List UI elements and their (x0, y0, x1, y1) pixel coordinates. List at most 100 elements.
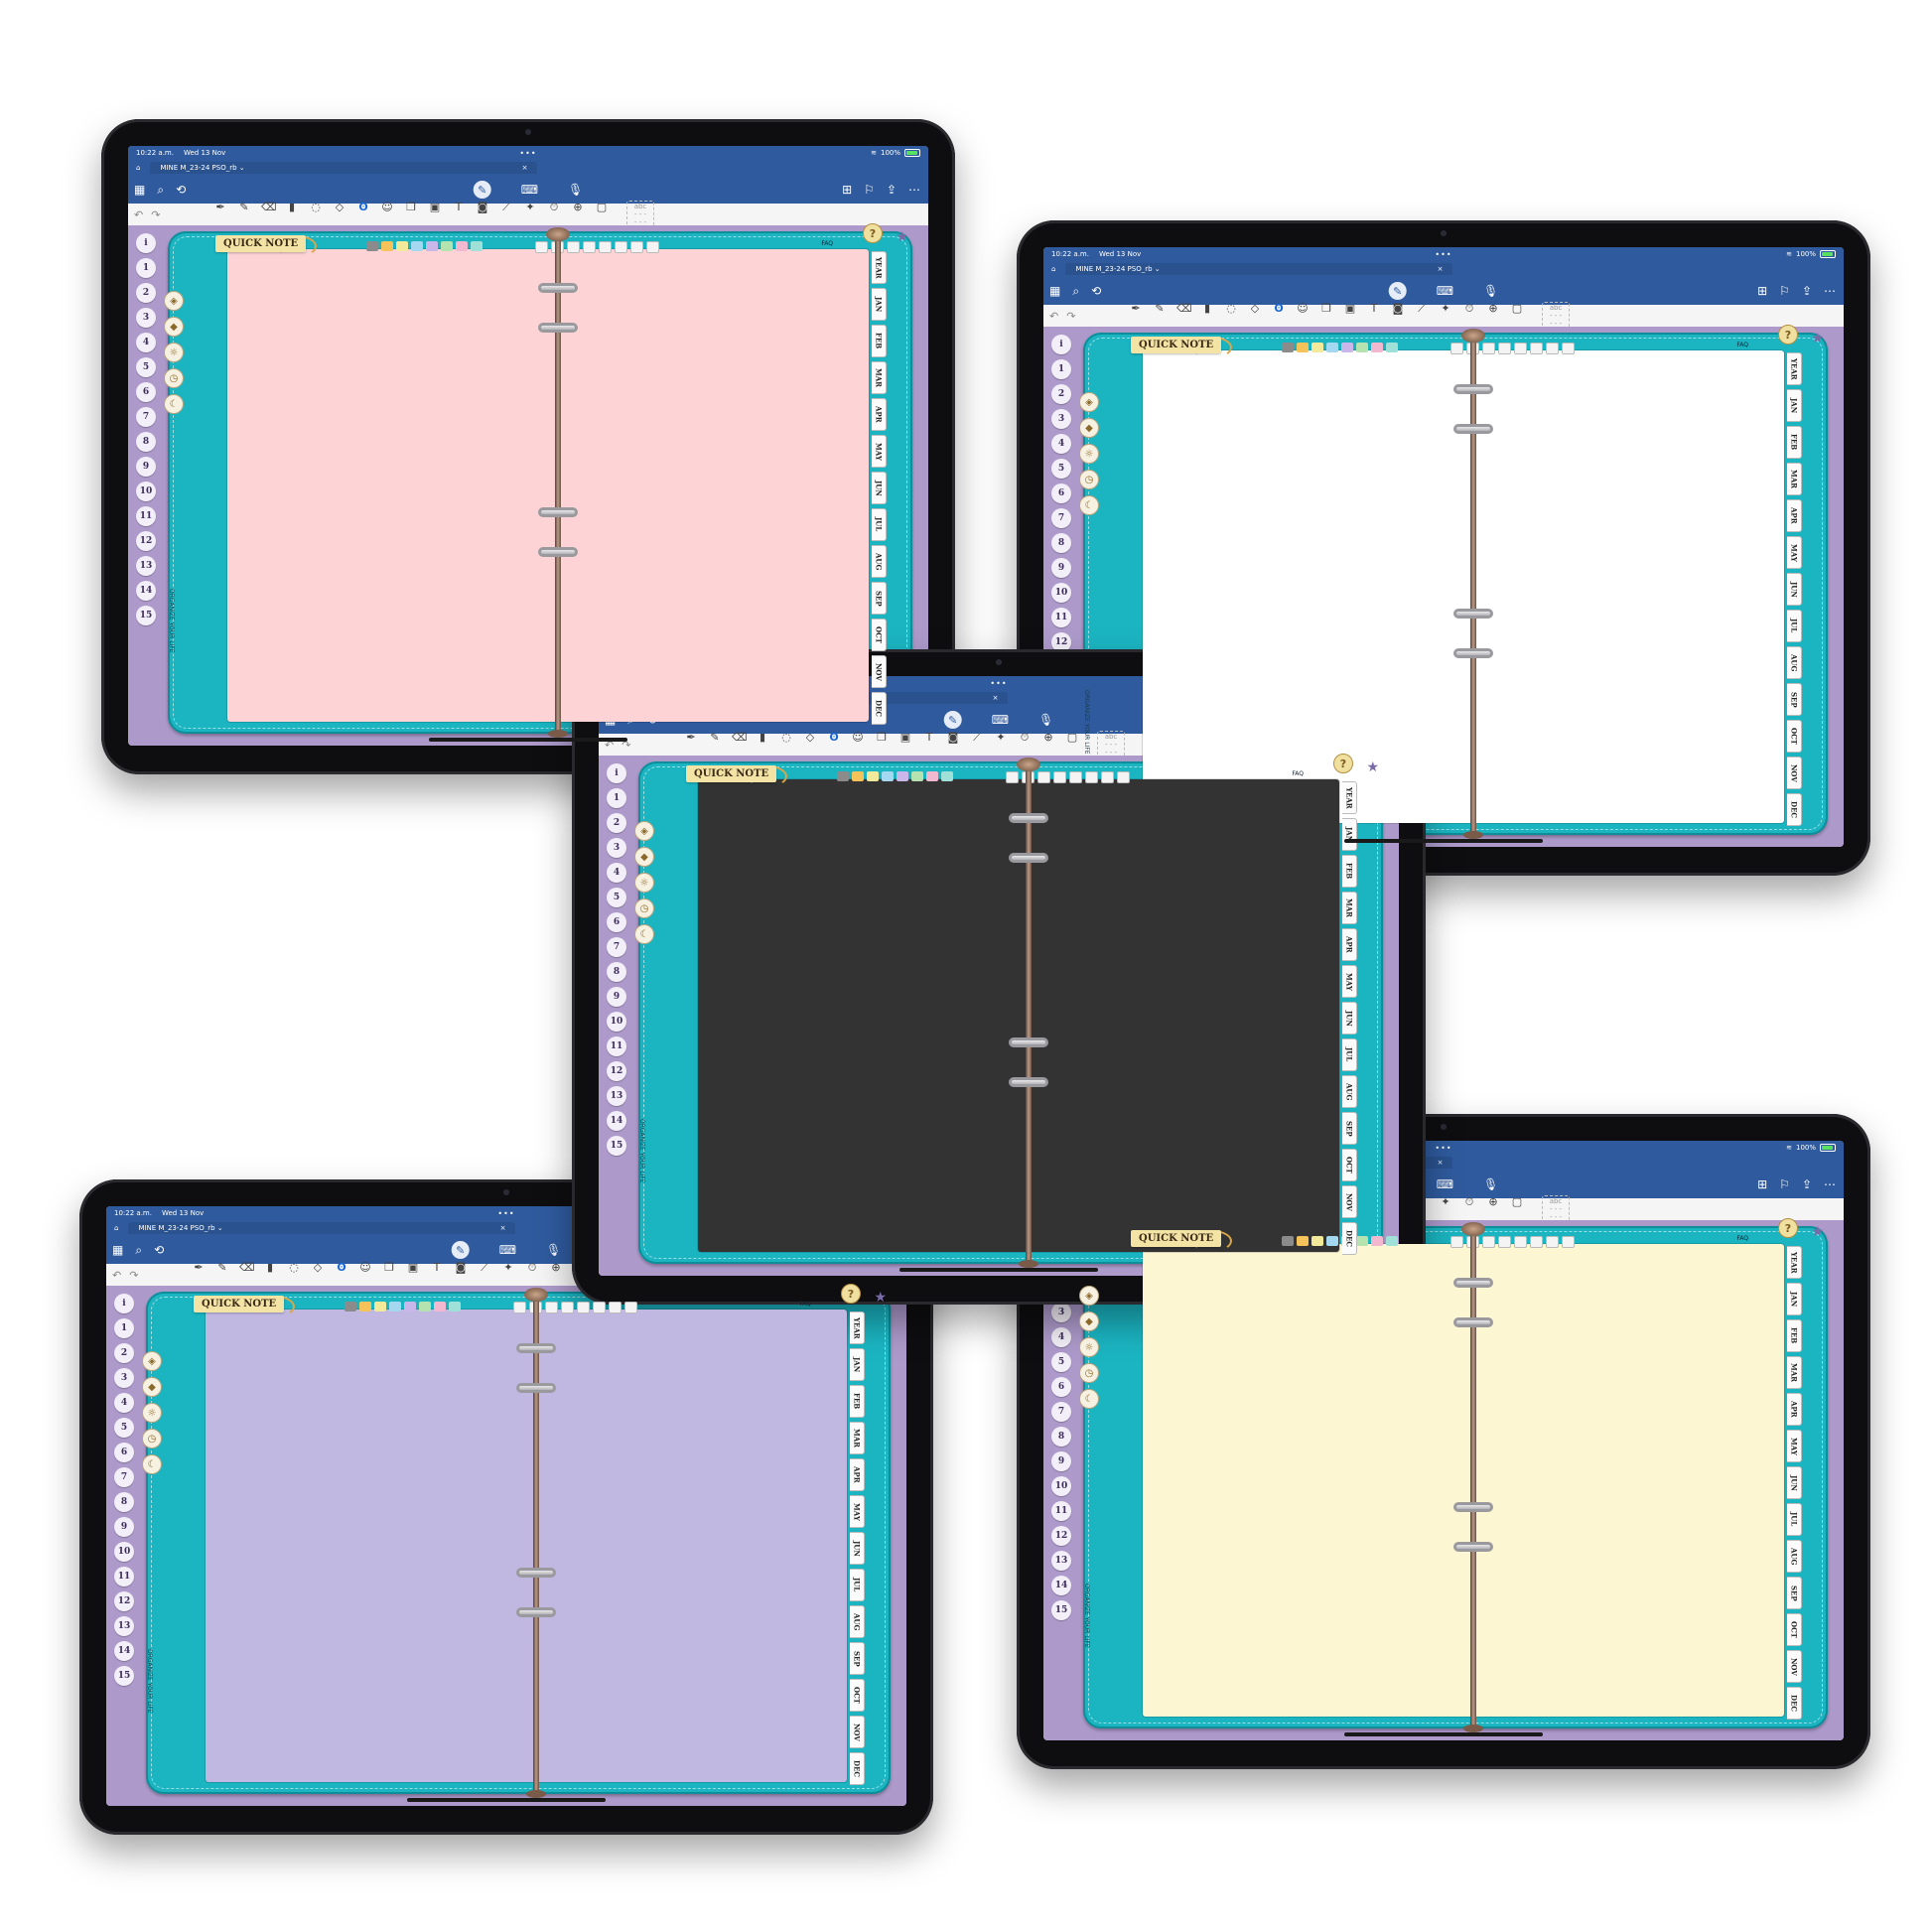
number-tab-4[interactable]: 4 (114, 1393, 134, 1413)
month-tab-aug[interactable]: AUG (1787, 1540, 1802, 1573)
home-indicator[interactable] (1344, 1732, 1543, 1736)
color-swatch[interactable] (1341, 343, 1353, 352)
month-tab-oct[interactable]: OCT (1342, 1149, 1357, 1181)
clock-icon[interactable]: ◷ (142, 1429, 162, 1449)
highlighter-tool-icon[interactable]: ▮ (759, 731, 766, 744)
number-tab-14[interactable]: 14 (1051, 1576, 1071, 1595)
sun-mini-icon[interactable] (646, 241, 659, 253)
month-tab-sep[interactable]: SEP (1787, 1577, 1802, 1609)
number-tab-13[interactable]: 13 (607, 1086, 626, 1106)
grid-mini-icon[interactable] (1450, 1236, 1463, 1248)
color-swatch[interactable] (1371, 343, 1383, 352)
photo-mini-icon[interactable] (567, 241, 580, 253)
selection-box-icon[interactable]: ▢ (1511, 302, 1523, 315)
diamond-icon[interactable]: ◆ (1079, 1311, 1099, 1331)
month-tab-mar[interactable]: MAR (1787, 1356, 1802, 1389)
grid-icon[interactable]: ▦ (1049, 283, 1061, 298)
grid-mini-icon[interactable] (535, 241, 548, 253)
share-icon[interactable]: ⇪ (1801, 1177, 1812, 1191)
number-tab-i[interactable]: i (1051, 335, 1071, 354)
bookmark-icon[interactable]: ⚐ (1779, 284, 1790, 298)
ruler-tool-icon[interactable]: ⟋ (1418, 302, 1426, 315)
number-tab-6[interactable]: 6 (1051, 483, 1071, 503)
lasso-select-icon[interactable]: ʘ (337, 1261, 346, 1274)
selection-box-icon[interactable]: ▢ (596, 201, 608, 213)
number-tab-2[interactable]: 2 (1051, 384, 1071, 404)
number-tab-5[interactable]: 5 (607, 888, 626, 907)
month-tab-mar[interactable]: MAR (872, 361, 887, 394)
highlighter-tool-icon[interactable]: ▮ (1203, 302, 1211, 315)
tag-icon[interactable]: ◈ (634, 821, 654, 841)
lasso-tool-icon[interactable]: ◌ (1226, 302, 1236, 315)
month-tab-aug[interactable]: AUG (1342, 1075, 1357, 1108)
number-tab-2[interactable]: 2 (136, 283, 156, 303)
month-tab-feb[interactable]: FEB (872, 325, 887, 357)
more-icon[interactable]: ⋯ (908, 183, 920, 197)
number-tab-11[interactable]: 11 (114, 1567, 134, 1587)
timer-icon[interactable]: ⏱ (1464, 302, 1474, 315)
color-swatch[interactable] (1356, 343, 1368, 352)
month-tab-apr[interactable]: APR (1787, 1393, 1802, 1426)
undo-icon[interactable]: ↶ (134, 207, 144, 221)
number-tab-6[interactable]: 6 (136, 382, 156, 402)
pen-tool-icon[interactable]: ✒ (194, 1261, 204, 1274)
month-tab-jun[interactable]: JUN (872, 472, 887, 504)
month-tab-oct[interactable]: OCT (872, 619, 887, 651)
laser-tool-icon[interactable]: ✦ (1441, 1195, 1450, 1208)
sticker-tool-icon[interactable]: ☺ (1297, 302, 1309, 315)
month-tab-mar[interactable]: MAR (1342, 892, 1357, 924)
diamond-icon[interactable]: ◆ (142, 1377, 162, 1397)
color-swatch[interactable] (911, 771, 923, 781)
number-tab-15[interactable]: 15 (607, 1136, 626, 1156)
faq-link[interactable]: FAQ (1736, 1235, 1748, 1242)
color-swatch[interactable] (867, 771, 879, 781)
lasso-select-icon[interactable]: ʘ (1274, 302, 1284, 315)
color-swatch[interactable] (434, 1302, 446, 1311)
number-tab-15[interactable]: 15 (114, 1666, 134, 1686)
cloud-mini-icon[interactable] (593, 1302, 606, 1313)
sticker-tool-icon[interactable]: ☺ (381, 201, 393, 213)
number-tab-4[interactable]: 4 (607, 863, 626, 883)
close-tab-icon[interactable]: × (1437, 1159, 1444, 1167)
text-style-input[interactable]: abc - - - - - - (626, 201, 654, 228)
number-tab-4[interactable]: 4 (1051, 434, 1071, 454)
month-tab-apr[interactable]: APR (850, 1458, 865, 1491)
help-icon[interactable]: ? (1778, 1218, 1798, 1238)
number-tab-13[interactable]: 13 (1051, 1551, 1071, 1571)
add-page-icon[interactable]: ⊞ (1757, 284, 1768, 298)
cloud-mini-icon[interactable] (1530, 343, 1543, 354)
quick-note-button[interactable]: QUICK NOTE (1131, 337, 1222, 353)
star-mini-icon[interactable] (1514, 1236, 1527, 1248)
lasso-tool-icon[interactable]: ◌ (289, 1261, 299, 1274)
month-tab-oct[interactable]: OCT (1787, 1613, 1802, 1646)
redo-icon[interactable]: ↷ (621, 738, 631, 752)
month-tab-sep[interactable]: SEP (850, 1642, 865, 1675)
redo-icon[interactable]: ↷ (151, 207, 161, 221)
color-swatch[interactable] (897, 771, 908, 781)
mic-icon[interactable]: 🎙 (1483, 284, 1499, 298)
month-tab-dec[interactable]: DEC (1787, 793, 1802, 826)
eraser-tool-icon[interactable]: ⌫ (1176, 302, 1192, 315)
month-tab-year[interactable]: YEAR (872, 251, 887, 284)
color-swatch[interactable] (1371, 1236, 1383, 1246)
color-swatch[interactable] (852, 771, 864, 781)
star-icon[interactable]: ★ (1811, 331, 1824, 346)
color-swatch[interactable] (374, 1302, 386, 1311)
cloud-mini-icon[interactable] (1530, 1236, 1543, 1248)
number-tab-14[interactable]: 14 (607, 1111, 626, 1131)
star-mini-icon[interactable] (1069, 771, 1082, 783)
number-tab-6[interactable]: 6 (114, 1443, 134, 1462)
month-tab-jan[interactable]: JAN (872, 288, 887, 321)
number-tab-6[interactable]: 6 (607, 912, 626, 932)
month-tab-feb[interactable]: FEB (1787, 1319, 1802, 1352)
mic-icon[interactable]: 🎙 (1038, 713, 1054, 727)
number-tab-5[interactable]: 5 (136, 357, 156, 377)
month-tab-year[interactable]: YEAR (1342, 781, 1357, 814)
number-tab-5[interactable]: 5 (1051, 459, 1071, 479)
more-icon[interactable]: ⋯ (1824, 1177, 1836, 1191)
note-mini-icon[interactable] (1498, 343, 1511, 354)
faq-link[interactable]: FAQ (1292, 770, 1304, 777)
highlighter-tool-icon[interactable]: ▮ (288, 201, 296, 213)
color-swatch[interactable] (1386, 1236, 1398, 1246)
month-tab-jul[interactable]: JUL (1342, 1038, 1357, 1071)
